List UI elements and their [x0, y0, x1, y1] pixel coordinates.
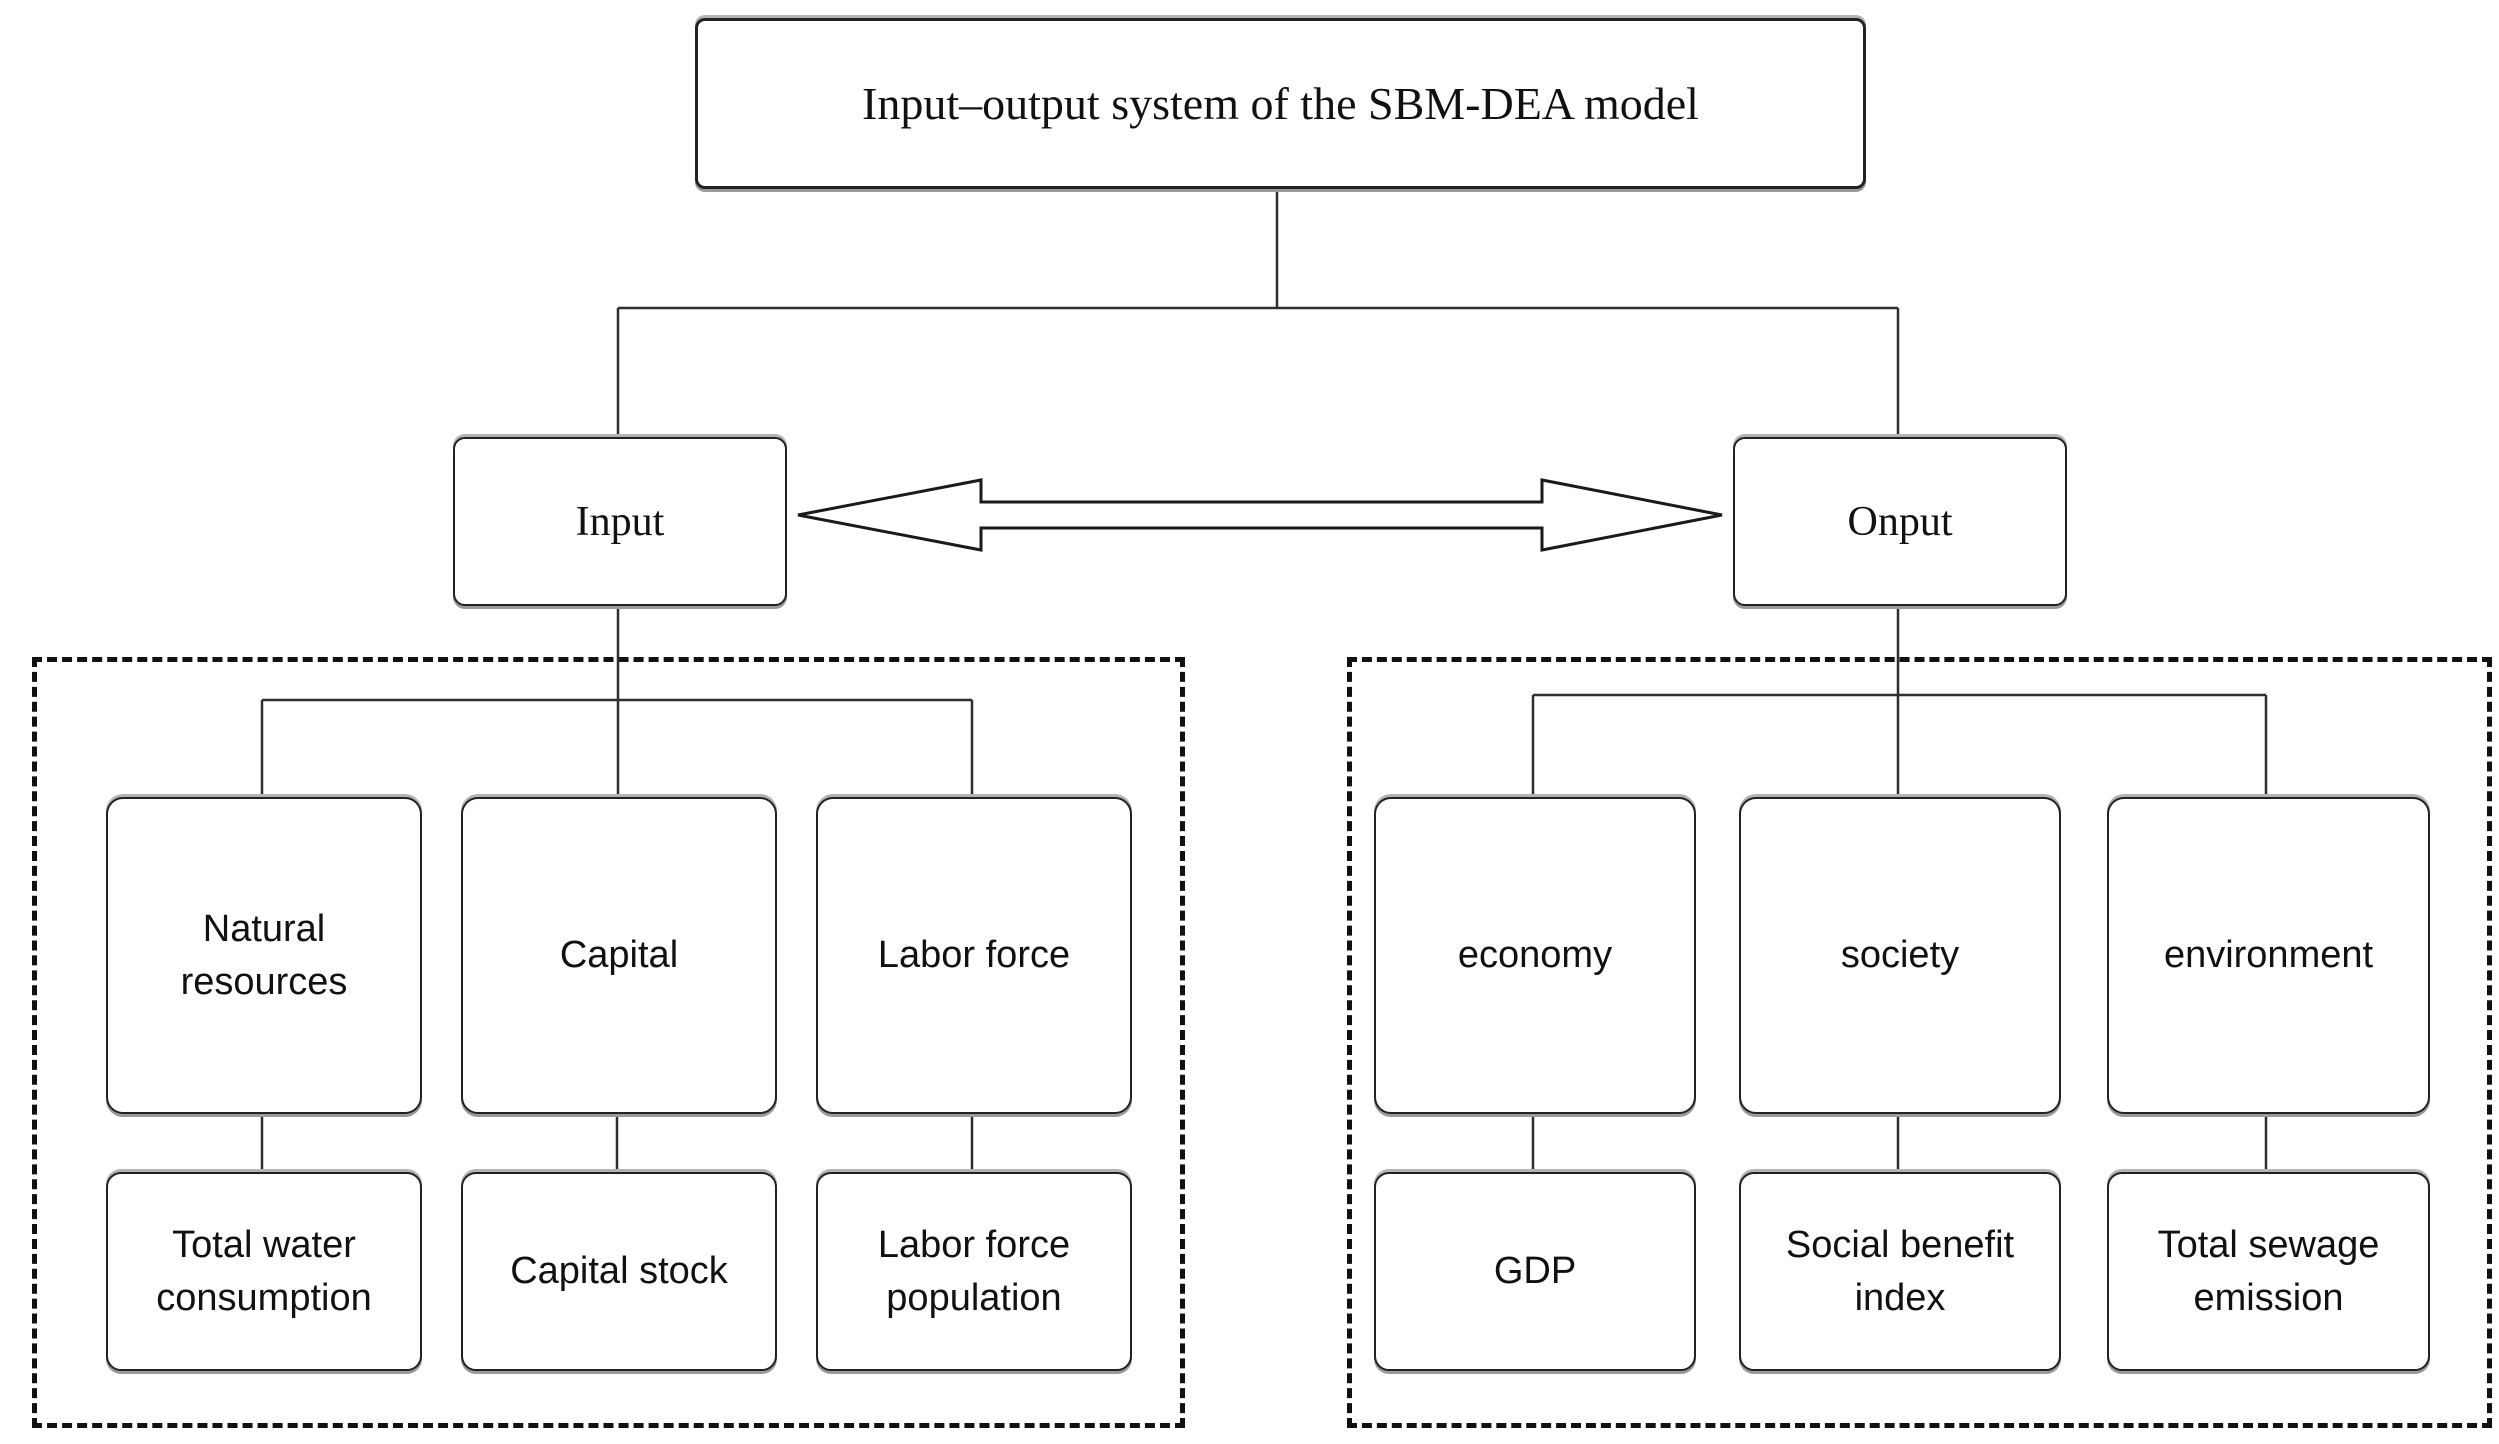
- society-node: society: [1739, 797, 2061, 1114]
- economy-node: economy: [1374, 797, 1696, 1114]
- natural-resources-node: Natural resources: [106, 797, 422, 1114]
- capital-label: Capital: [559, 934, 679, 977]
- total-sewage-emission-label: Total sewage emission: [2157, 1224, 2380, 1319]
- environment-node: environment: [2107, 797, 2430, 1114]
- capital-node: Capital: [461, 797, 777, 1114]
- output-label: Onput: [1847, 498, 1953, 545]
- input-node: Input: [453, 437, 787, 606]
- labor-force-label: Labor force: [877, 934, 1071, 977]
- input-group-frame: [32, 657, 1185, 1428]
- double-arrow-icon: [797, 478, 1723, 552]
- total-water-consumption-label: Total water consumption: [156, 1224, 372, 1319]
- capital-stock-label: Capital stock: [510, 1250, 728, 1293]
- total-sewage-emission-node: Total sewage emission: [2107, 1172, 2430, 1371]
- society-label: society: [1840, 934, 1960, 977]
- labor-force-node: Labor force: [816, 797, 1132, 1114]
- social-benefit-index-label: Social benefit index: [1785, 1224, 2015, 1319]
- output-group-frame: [1347, 657, 2492, 1428]
- labor-force-population-label: Labor force population: [877, 1224, 1071, 1319]
- economy-label: economy: [1457, 934, 1613, 977]
- labor-force-population-node: Labor force population: [816, 1172, 1132, 1371]
- environment-label: environment: [2163, 934, 2374, 977]
- total-water-consumption-node: Total water consumption: [106, 1172, 422, 1371]
- social-benefit-index-node: Social benefit index: [1739, 1172, 2061, 1371]
- natural-resources-label: Natural resources: [180, 908, 348, 1003]
- title-box: Input–output system of the SBM-DEA model: [695, 18, 1866, 189]
- input-label: Input: [575, 498, 665, 545]
- output-node: Onput: [1733, 437, 2067, 606]
- title-text: Input–output system of the SBM-DEA model: [862, 78, 1699, 129]
- capital-stock-node: Capital stock: [461, 1172, 777, 1371]
- gdp-label: GDP: [1493, 1250, 1577, 1293]
- gdp-node: GDP: [1374, 1172, 1696, 1371]
